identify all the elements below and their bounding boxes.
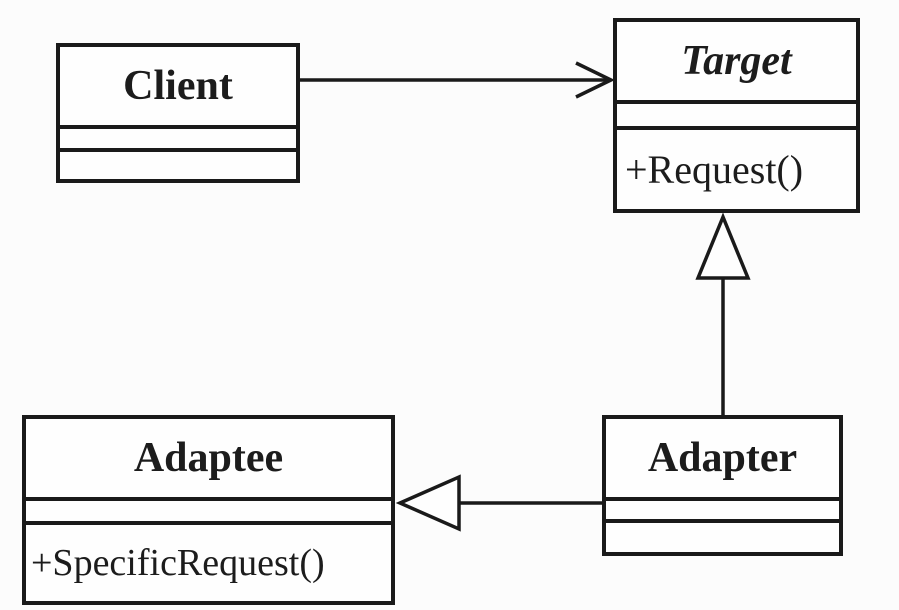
attributes-compartment-client (60, 125, 296, 152)
method-label-request: +Request() (625, 146, 804, 192)
methods-compartment-client (60, 152, 296, 179)
class-name-client: Client (123, 63, 233, 109)
class-box-target: Target +Request() (613, 18, 860, 213)
attributes-compartment-adapter (606, 497, 839, 523)
generalization-adapter-adaptee (395, 474, 602, 532)
hollow-triangle-arrowhead-icon (395, 474, 461, 532)
class-name-adapter: Adapter (647, 435, 798, 481)
class-box-client: Client (56, 43, 300, 183)
attributes-compartment-adaptee (26, 497, 391, 525)
methods-compartment-target: +Request() (617, 130, 856, 209)
association-client-target (300, 61, 616, 99)
methods-compartment-adapter (606, 523, 839, 552)
generalization-adapter-target (695, 212, 751, 415)
open-arrowhead-icon (575, 61, 616, 99)
class-box-adapter: Adapter (602, 415, 843, 556)
class-name-adaptee: Adaptee (133, 435, 284, 481)
method-label-specific-request: +SpecificRequest() (31, 542, 325, 584)
class-name-target: Target (681, 38, 792, 84)
attributes-compartment-target (617, 100, 856, 130)
hollow-triangle-arrowhead-icon (695, 212, 751, 280)
methods-compartment-adaptee: +SpecificRequest() (26, 525, 391, 601)
class-box-adaptee: Adaptee +SpecificRequest() (22, 415, 395, 605)
